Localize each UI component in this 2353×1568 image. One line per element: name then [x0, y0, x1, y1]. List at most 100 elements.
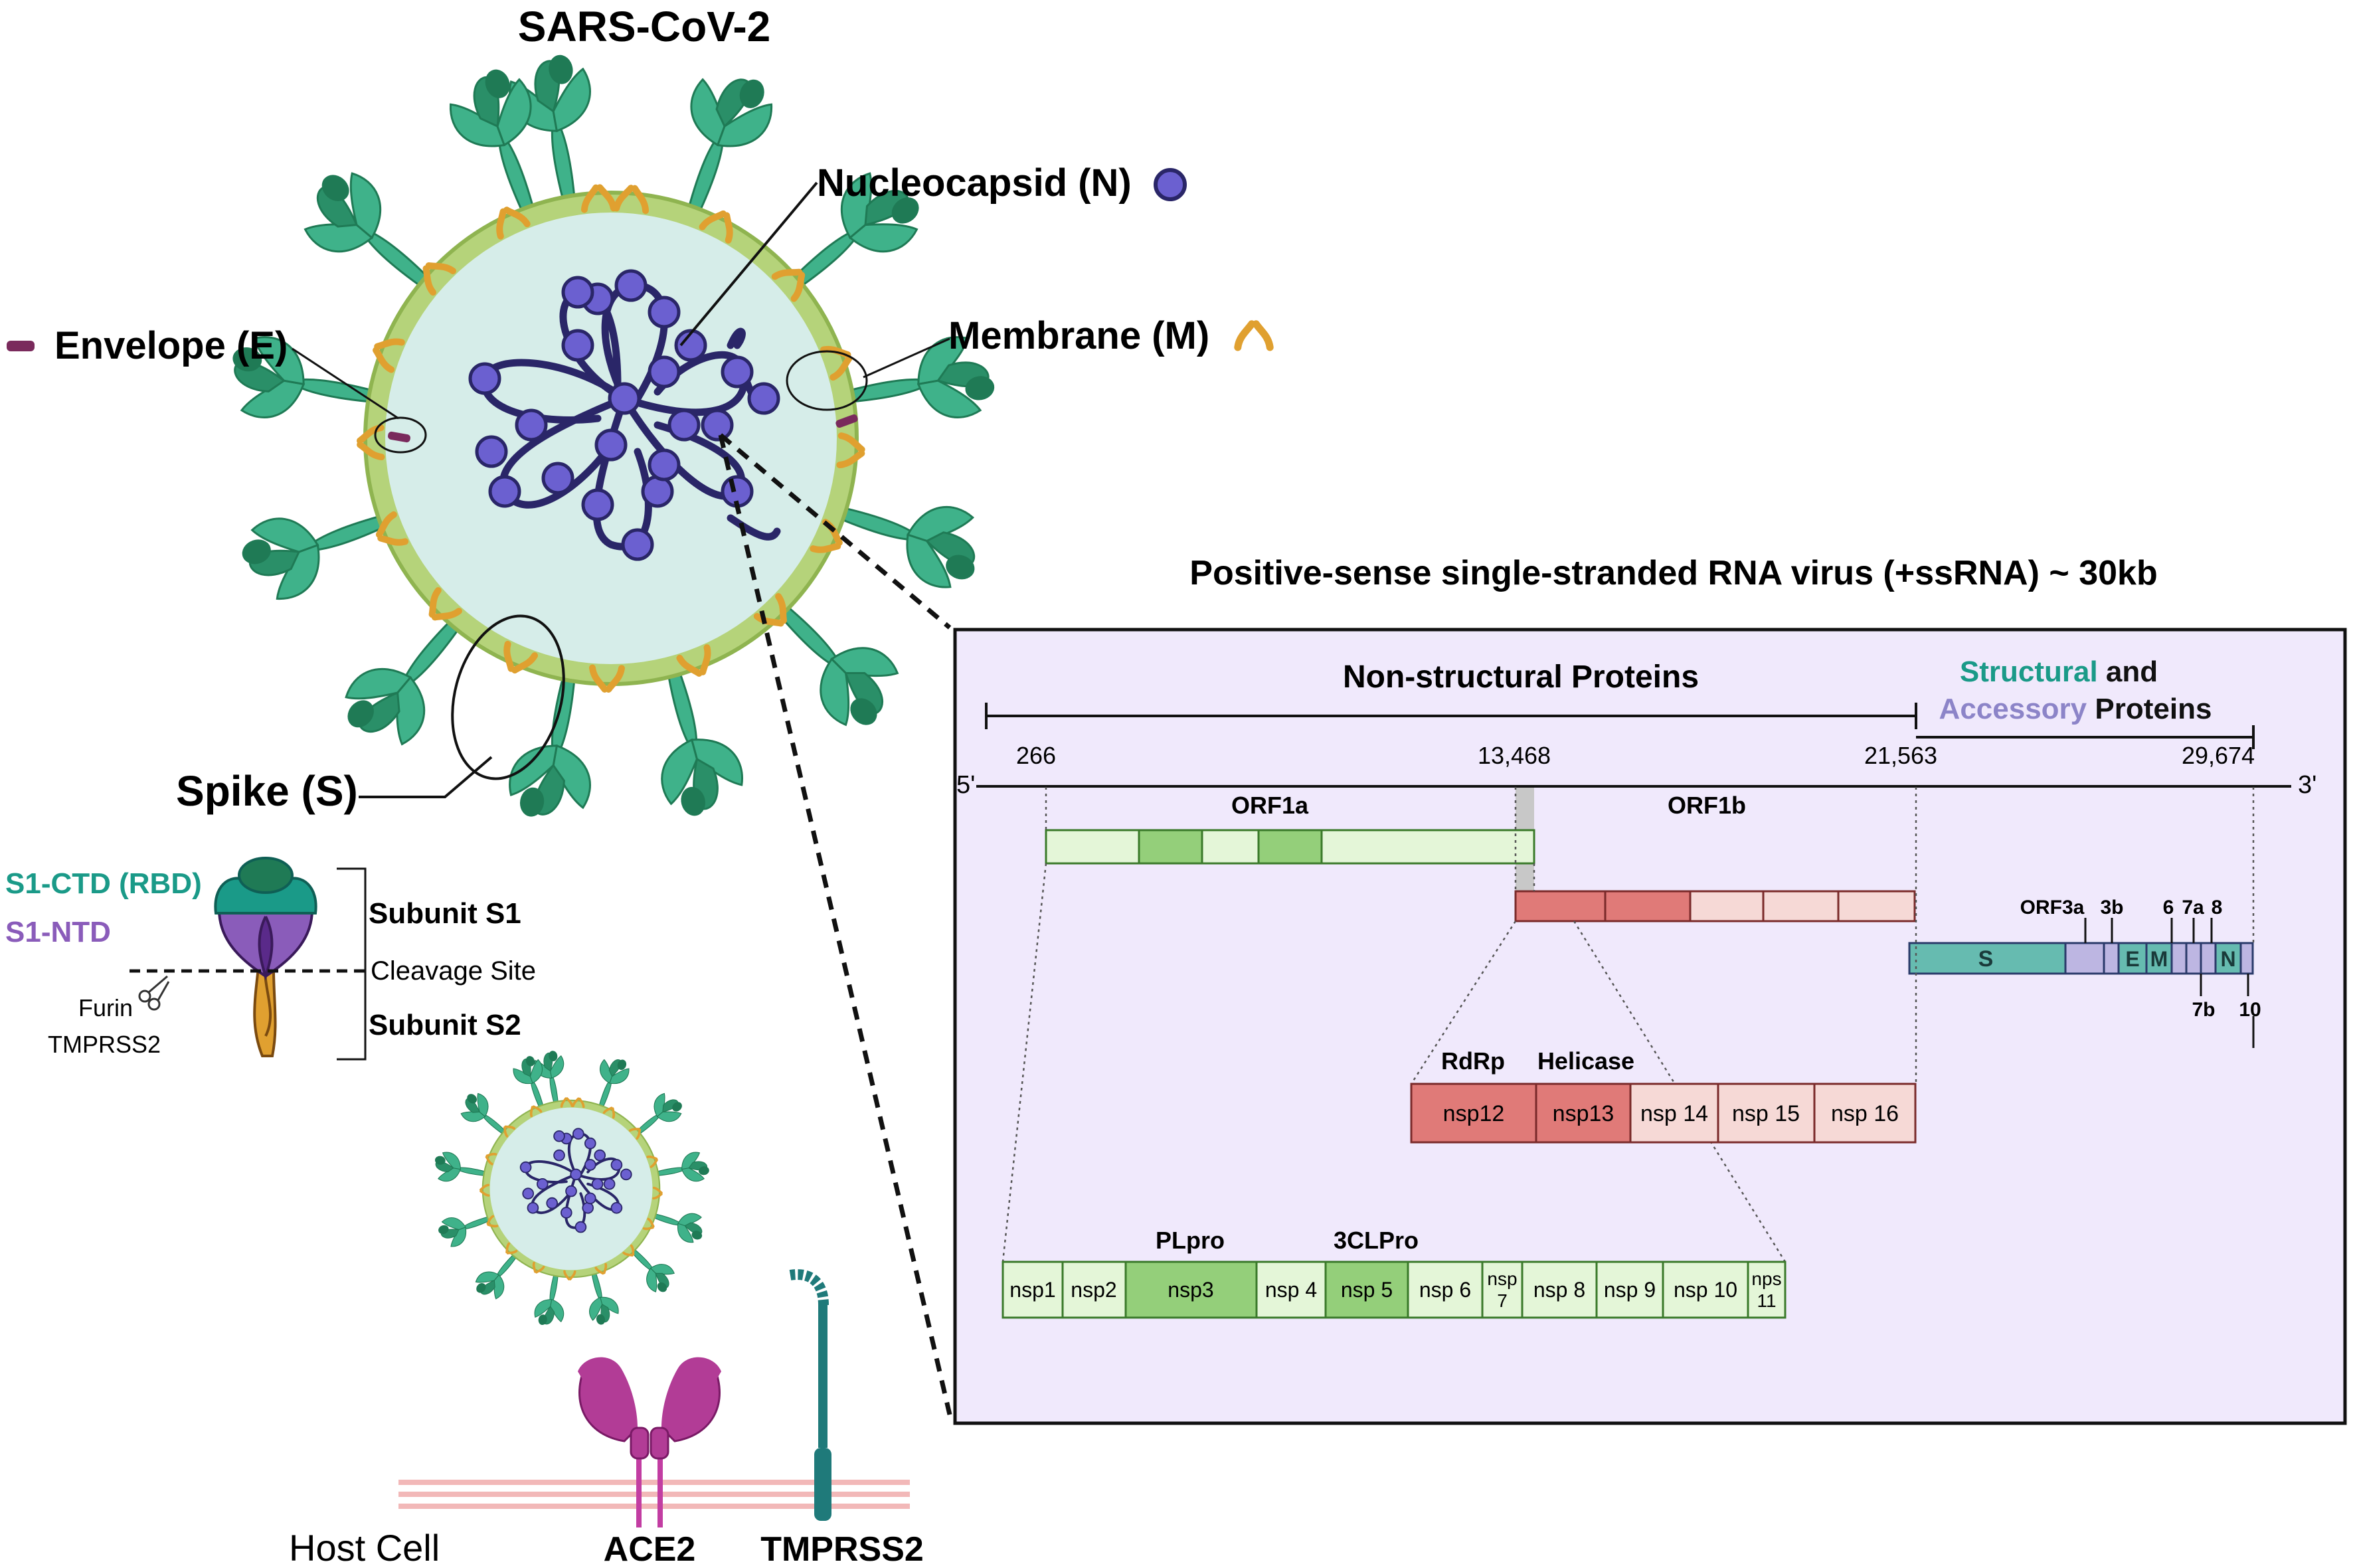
nucleocapsid-dot — [584, 1192, 596, 1205]
three-prime-label: 3' — [2298, 771, 2316, 799]
nucleocapsid-dot — [621, 528, 654, 561]
nucleocapsid-dot — [603, 1177, 616, 1190]
spike-protein — [587, 1053, 633, 1111]
nsp8-cell: nsp 8 — [1533, 1278, 1585, 1302]
spike-protein — [579, 1270, 622, 1328]
genome-heading: Positive-sense single-stranded RNA virus… — [1189, 554, 2157, 592]
host-membrane — [398, 1480, 910, 1509]
nucleocapsid-label: Nucleocapsid (N) — [817, 161, 1132, 205]
nucleocapsid-dot — [614, 269, 648, 302]
nucleocapsid-dot — [561, 329, 594, 362]
nsp3-cell: nsp3 — [1168, 1278, 1213, 1302]
nsp6-cell: nsp 6 — [1419, 1278, 1471, 1302]
helicase-label: Helicase — [1537, 1047, 1634, 1075]
position-13468: 13,468 — [1478, 742, 1551, 769]
gene-s: S — [1978, 946, 1994, 972]
nucleocapsid-dot — [570, 1168, 582, 1181]
nucleocapsid-dot — [560, 1207, 572, 1219]
structural-word: Structural — [1960, 655, 2098, 688]
gene-8: 8 — [2212, 897, 2223, 918]
spike-protein — [656, 60, 782, 222]
five-prime-label: 5' — [956, 771, 975, 799]
membrane-legend-icon — [1238, 324, 1270, 347]
nsp7-cell-top: nsp — [1487, 1268, 1517, 1289]
structural-genes-bar — [1908, 942, 2254, 975]
virion-callouts — [292, 181, 952, 1415]
nucleocapsid-dot — [572, 1128, 584, 1140]
nucleocapsid-dot — [610, 1201, 623, 1214]
nucleocapsid-dot — [527, 1201, 539, 1214]
orf1a-bar — [1045, 829, 1535, 865]
nucleocapsid-dot — [667, 408, 701, 442]
scissors-icon — [138, 975, 170, 1011]
nucleocapsid-dot — [608, 382, 641, 415]
plpro-label: PLpro — [1156, 1227, 1225, 1254]
spike-protein — [655, 1150, 711, 1188]
nucleocapsid-dot — [468, 362, 501, 395]
nucleocapsid-legend-icon — [1154, 168, 1187, 201]
accessory-proteins-label: Accessory Proteins — [1939, 693, 2212, 725]
orf1b-label: ORF1b — [1668, 792, 1746, 819]
position-29674: 29,674 — [2182, 742, 2255, 769]
nsp16-cell: nsp 16 — [1831, 1101, 1899, 1126]
spike-protein — [532, 1272, 570, 1329]
spike-protein — [650, 1201, 709, 1246]
tmprss2-enzyme-label: TMPRSS2 — [48, 1031, 161, 1058]
envelope-proteins — [388, 414, 858, 443]
nucleocapsid-dot — [582, 1201, 594, 1214]
orf1a-zoom — [1002, 1261, 1787, 1319]
spike-protein-detail — [130, 857, 369, 1061]
rdrp-label: RdRp — [1441, 1047, 1505, 1075]
nucleocapsid-dot — [648, 296, 681, 329]
nucleocapsid-dot — [546, 1197, 559, 1209]
nsp14-cell: nsp 14 — [1640, 1101, 1708, 1126]
nsp11-cell-bottom: 11 — [1757, 1290, 1776, 1311]
gene-n: N — [2220, 947, 2235, 971]
nucleocapsid-dot — [581, 488, 614, 521]
nucleocapsid-dot — [620, 1168, 632, 1181]
nsp13-cell: nsp13 — [1553, 1101, 1614, 1126]
nucleocapsid-dot — [701, 408, 734, 442]
nucleocapsid-dot — [594, 428, 628, 462]
nucleocapsid-dot — [574, 1221, 587, 1233]
spike-protein — [634, 664, 751, 824]
envelope-label: Envelope (E) — [54, 324, 288, 367]
3clpro-label: 3CLPro — [1334, 1227, 1419, 1254]
orf1b-bar — [1514, 890, 1916, 922]
nucleocapsid-dot — [594, 1149, 606, 1162]
nucleocapsid-dot — [536, 1177, 549, 1190]
nucleocapsid-dot — [584, 1159, 596, 1171]
nsp11-cell-top: nps — [1751, 1268, 1781, 1289]
tmprss2-protein — [789, 1269, 831, 1521]
nucleocapsid-dot — [515, 408, 548, 442]
nsp5-cell: nsp 5 — [1341, 1278, 1393, 1302]
nonstructural-label: Non-structural Proteins — [1343, 659, 1699, 695]
membrane-label: Membrane (M) — [948, 314, 1209, 357]
nucleocapsid-dot — [565, 1185, 577, 1197]
accessory-word: Accessory — [1939, 693, 2087, 725]
furin-label: Furin — [78, 994, 133, 1021]
gene-3b: 3b — [2100, 897, 2123, 918]
gene-10: 10 — [2239, 999, 2261, 1021]
spike-protein — [435, 1205, 493, 1251]
gene-m: M — [2150, 947, 2168, 971]
gene-e: E — [2125, 947, 2139, 971]
nucleocapsid-dot — [519, 1161, 532, 1174]
nsp4-cell: nsp 4 — [1265, 1278, 1317, 1302]
s1-ntd-label: S1-NTD — [5, 916, 111, 948]
small-virion — [431, 1049, 711, 1329]
nsp7-cell-bottom: 7 — [1497, 1290, 1508, 1311]
nucleocapsid-dot — [541, 462, 574, 495]
s1-ctd-label: S1-CTD (RBD) — [5, 867, 202, 900]
spike-protein — [431, 1150, 487, 1188]
ace2-receptor — [578, 1357, 721, 1527]
cleavage-site-label: Cleavage Site — [371, 956, 536, 986]
nucleocapsid-dot — [553, 1149, 565, 1162]
nucleocapsid-dot — [488, 475, 521, 508]
position-266: 266 — [1016, 742, 1056, 769]
nsp10-cell: nsp 10 — [1674, 1278, 1737, 1302]
gene-6: 6 — [2163, 897, 2174, 918]
nucleocapsid-dot — [553, 1130, 565, 1142]
spike-label: Spike (S) — [176, 767, 358, 815]
